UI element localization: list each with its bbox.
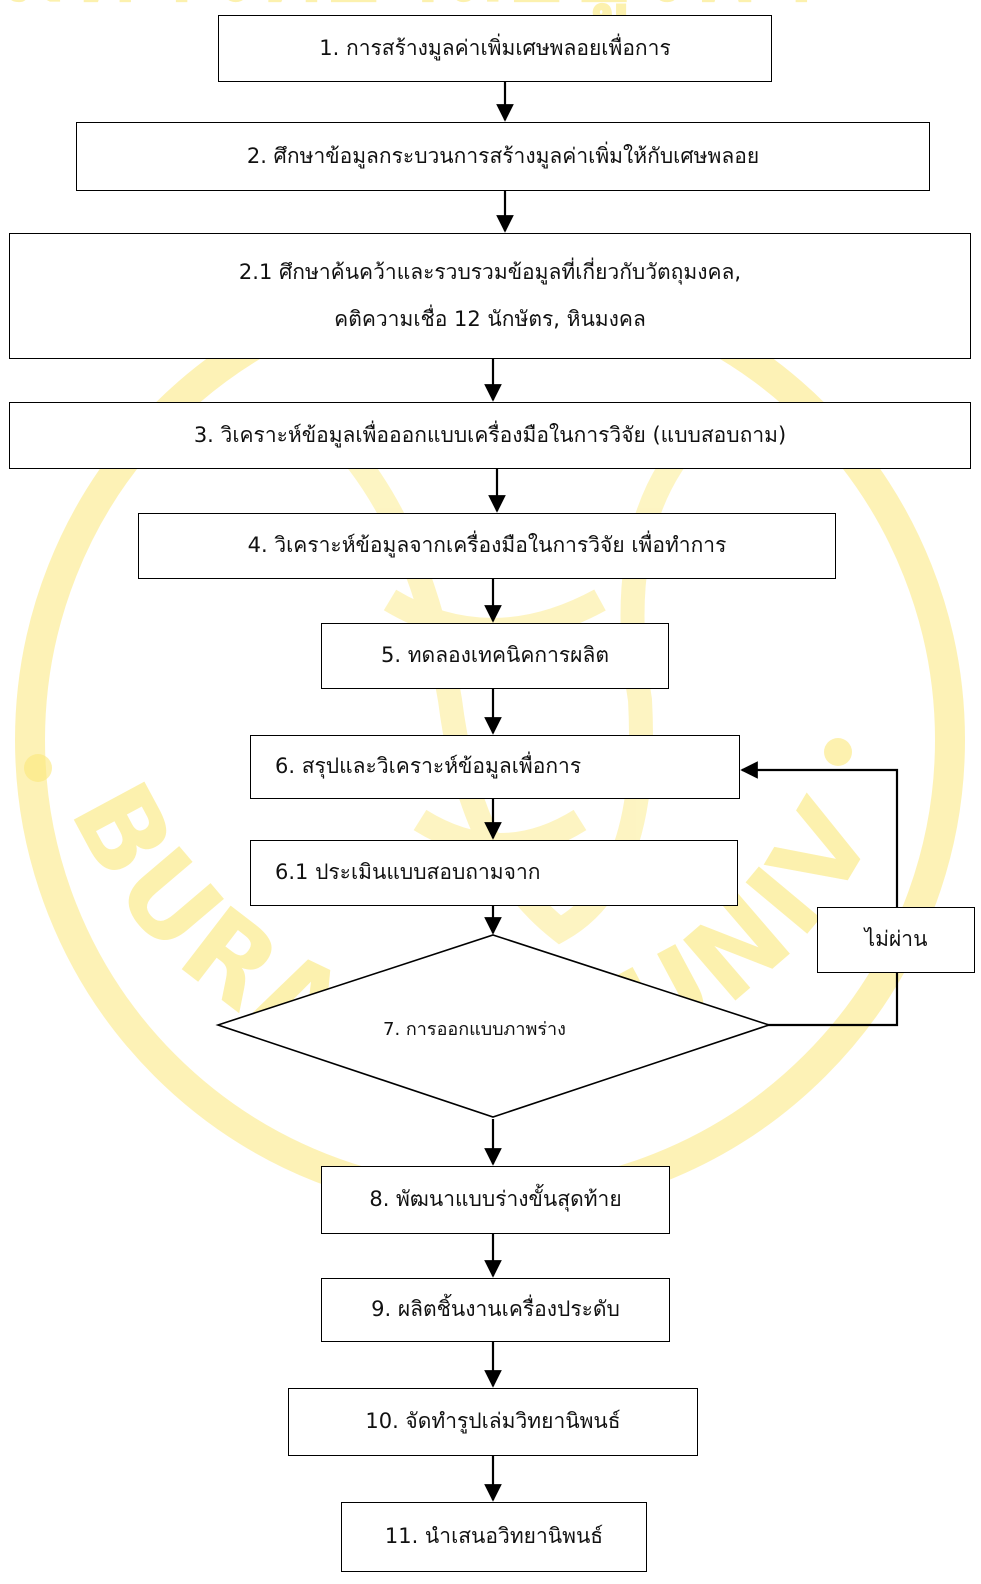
step-2-box: 2. ศึกษาข้อมูลกระบวนการสร้างมูลค่าเพิ่มใ… [76,122,930,191]
step-2-1-text-line-1: 2.1 ศึกษาค้นคว้าและรวบรวมข้อมูลที่เกี่ยว… [238,259,742,284]
feedback-loop-line [740,761,899,1027]
step-9-box: 9. ผลิตชิ้นงานเครื่องประดับ [321,1278,670,1342]
step-6-box: 6. สรุปและวิเคราะห์ข้อมูลเพื่อการ [250,735,740,799]
feedback-label-box: ไม่ผ่าน [817,907,975,973]
step-5-box: 5. ทดลองเทคนิคการผลิต [321,623,669,689]
step-6-1-text: 6.1 ประเมินแบบสอบถามจาก [275,860,541,885]
step-10-text: 10. จัดทำรูปเล่มวิทยานิพนธ์ [365,1409,621,1434]
step-2-text: 2. ศึกษาข้อมูลกระบวนการสร้างมูลค่าเพิ่มใ… [246,143,760,168]
feedback-label-text: ไม่ผ่าน [864,927,928,952]
step-6-text: 6. สรุปและวิเคราะห์ข้อมูลเพื่อการ [275,754,582,779]
step-3-box: 3. วิเคราะห์ข้อมูลเพื่อออกแบบเครื่องมือใ… [9,402,971,469]
step-2-1-text-line-2: คติความเชื่อ 12 นักษัตร, หินมงคล [334,307,646,331]
step-11-text: 11. นำเสนอวิทยานิพนธ์ [384,1524,604,1549]
step-4-text: 4. วิเคราะห์ข้อมูลจากเครื่องมือในการวิจั… [247,533,727,558]
decision-label: 7. การออกแบบภาพร่าง [383,1019,566,1040]
step-6-1-box: 6.1 ประเมินแบบสอบถามจาก [250,840,738,906]
step-5-text: 5. ทดลองเทคนิคการผลิต [381,643,609,668]
step-8-text: 8. พัฒนาแบบร่างขั้นสุดท้าย [369,1187,622,1212]
step-8-box: 8. พัฒนาแบบร่างขั้นสุดท้าย [321,1166,670,1234]
step-1-text: 1. การสร้างมูลค่าเพิ่มเศษพลอยเพื่อการ [319,35,671,60]
step-4-box: 4. วิเคราะห์ข้อมูลจากเครื่องมือในการวิจั… [138,513,836,579]
step-1-box: 1. การสร้างมูลค่าเพิ่มเศษพลอยเพื่อการ [218,15,772,82]
step-11-box: 11. นำเสนอวิทยานิพนธ์ [341,1502,647,1572]
step-2-1-box: 2.1 ศึกษาค้นคว้าและรวบรวมข้อมูลที่เกี่ยว… [9,233,971,359]
step-9-text: 9. ผลิตชิ้นงานเครื่องประดับ [371,1297,620,1322]
step-3-text: 3. วิเคราะห์ข้อมูลเพื่อออกแบบเครื่องมือใ… [193,422,787,447]
step-10-box: 10. จัดทำรูปเล่มวิทยานิพนธ์ [288,1388,698,1456]
decision-diamond [215,934,772,1118]
